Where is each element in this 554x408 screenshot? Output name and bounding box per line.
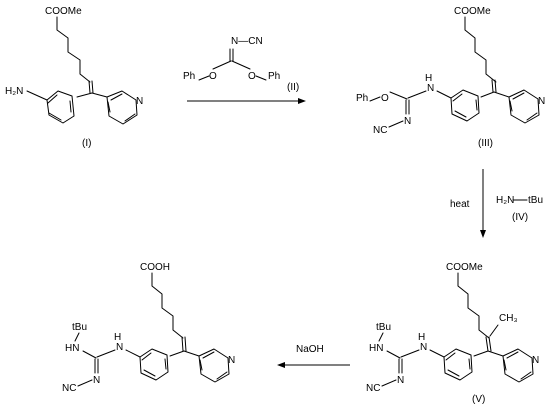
amine-label: H₂N (496, 195, 514, 206)
compound-IV-label: (IV) (512, 212, 528, 223)
amine-label: H₂N (5, 86, 23, 97)
ph-left-label: Ph (183, 71, 195, 82)
compound-II-label: (II) (287, 82, 299, 93)
nc-label: NC (366, 383, 380, 394)
phenoxy-ph-label: Ph (356, 93, 368, 104)
ph-right-label: Ph (268, 71, 280, 82)
pyridine-n-label: N (532, 355, 539, 366)
arrow-step-2: heat (450, 169, 486, 238)
tbu-label: tBu (72, 322, 87, 333)
ester-label: COOMe (45, 6, 82, 17)
nitrile-label: N—CN (231, 36, 263, 47)
compound-I: COOMe H₂N N (I) (5, 6, 143, 149)
ester-label: COOMe (454, 6, 491, 17)
n-linker-label: N (420, 342, 427, 353)
reagent-naoh: NaOH (296, 344, 324, 355)
o-label: O (381, 93, 389, 104)
compound-III-label: (III) (478, 138, 493, 149)
reagent-II: N—CN O O Ph Ph (II) (183, 36, 299, 93)
arrow-step-1 (187, 98, 306, 104)
pyridine-n-label: N (136, 96, 143, 107)
nh-label: H (418, 332, 425, 343)
pyridine-n-label: N (538, 96, 545, 107)
ester-label: COOMe (446, 262, 483, 273)
reagent-IV: H₂N tBu (IV) (496, 195, 543, 223)
n-imine-label: N (93, 375, 100, 386)
nh-label: H (425, 73, 432, 84)
n-linker-label: N (427, 83, 434, 94)
hn-label: HN (369, 343, 383, 354)
nc-label: NC (373, 125, 387, 136)
compound-V: COOMe CH₃ N H N HN tBu N NC (V) (366, 262, 539, 405)
pyridine-n-label: N (228, 355, 235, 366)
arrow-step-3: NaOH (277, 344, 350, 368)
o-left-label: O (209, 71, 217, 82)
nh-label: H (114, 332, 121, 343)
hn-label: HN (65, 343, 79, 354)
compound-product: COOH N H N HN tBu N NC (62, 262, 235, 394)
condition-heat: heat (450, 199, 470, 210)
n-linker-label: N (116, 342, 123, 353)
o-right-label: O (248, 71, 256, 82)
n-imine-label: N (404, 116, 411, 127)
tbu-label: tBu (528, 195, 543, 206)
nc-label: NC (62, 383, 76, 394)
methyl-label: CH₃ (499, 313, 518, 324)
acid-label: COOH (140, 262, 170, 273)
n-imine-label: N (397, 375, 404, 386)
compound-III: COOMe N H N O Ph N NC (III) (356, 6, 545, 149)
tbu-label: tBu (376, 322, 391, 333)
compound-I-label: (I) (82, 138, 91, 149)
compound-V-label: (V) (472, 394, 485, 405)
